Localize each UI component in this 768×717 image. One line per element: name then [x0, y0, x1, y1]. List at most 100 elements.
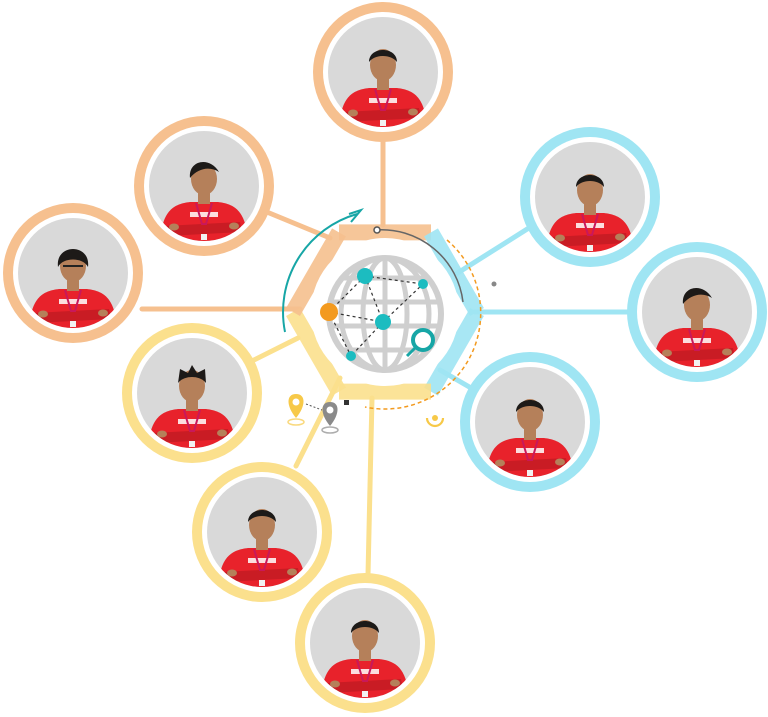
signal-dot: [432, 415, 438, 421]
team-member-yellow-lower-left: [192, 462, 332, 602]
team-member-yellow-bottom: [295, 573, 435, 713]
signal-wave: [425, 417, 445, 428]
pin-shadow: [287, 418, 305, 426]
hair: [682, 287, 712, 304]
network-node: [320, 303, 338, 321]
crossed-arms: [222, 568, 300, 582]
lanyard: [64, 289, 82, 312]
hair: [189, 161, 219, 178]
crossed-arms: [152, 429, 230, 443]
network-node: [375, 314, 391, 330]
id-badge: [189, 441, 195, 447]
crossed-arms: [164, 222, 242, 236]
team-member-cyan-lower-right: [460, 352, 600, 492]
hand: [217, 429, 227, 437]
team-member-cyan-right: [627, 242, 767, 382]
crossed-arms: [325, 679, 403, 693]
small-dot: [491, 281, 497, 287]
shirt-logo: [516, 448, 544, 453]
hair: [369, 50, 397, 62]
lanyard: [521, 438, 539, 461]
pin-link: [305, 403, 323, 411]
neck: [256, 538, 268, 550]
hair: [576, 175, 604, 187]
shirt-logo: [576, 223, 604, 228]
crossed-arms: [490, 458, 568, 472]
team-member-orange-upper-left: [134, 116, 274, 256]
hand: [38, 310, 48, 318]
small-square: [344, 400, 349, 405]
hub-globe: [282, 207, 497, 434]
hand: [98, 309, 108, 317]
pin-shape: [288, 394, 304, 418]
location-pin-icon: [321, 402, 339, 434]
id-badge: [201, 234, 207, 240]
lanyard: [195, 202, 213, 225]
neck: [377, 78, 389, 90]
team-member-orange-left: [3, 203, 143, 343]
member-photo: [207, 477, 317, 587]
face: [370, 49, 396, 81]
connector-line: [365, 395, 375, 578]
id-badge: [362, 691, 368, 697]
inner-grey-arc: [374, 228, 464, 303]
hair: [57, 249, 89, 267]
neck: [691, 318, 703, 330]
member-photo: [642, 257, 752, 367]
neck: [359, 649, 371, 661]
shirt-logo: [683, 338, 711, 343]
hex-segment: [286, 228, 346, 317]
hand: [169, 223, 179, 231]
team-member-yellow-left: [122, 323, 262, 463]
face: [577, 174, 603, 206]
hand: [157, 430, 167, 438]
shirt-logo: [369, 98, 397, 103]
pin-shadow: [321, 426, 339, 434]
magnifier-handle: [405, 346, 417, 358]
crossed-arms: [550, 233, 628, 247]
hair: [351, 621, 379, 633]
member-photo: [475, 367, 585, 477]
id-badge: [259, 580, 265, 586]
connector-line: [453, 223, 535, 277]
lanyard: [581, 213, 599, 236]
dashed-orange-arc: [364, 239, 482, 410]
crossed-arms: [657, 348, 735, 362]
member-photo: [137, 338, 247, 448]
crossed-arms: [33, 309, 111, 323]
hand: [229, 222, 239, 230]
hand: [615, 233, 625, 241]
hair: [178, 365, 206, 383]
signal-icon: [425, 415, 445, 428]
id-badge: [527, 470, 533, 476]
hand: [330, 680, 340, 688]
face: [179, 370, 205, 402]
hand: [555, 234, 565, 242]
member-photo: [310, 588, 420, 698]
hair: [516, 400, 544, 412]
teal-arc: [282, 213, 358, 333]
hand: [495, 459, 505, 467]
neck: [67, 279, 79, 291]
hex-segment: [286, 308, 346, 396]
hair: [248, 510, 276, 522]
shirt-logo: [59, 299, 87, 304]
hand: [662, 349, 672, 357]
lanyard: [253, 548, 271, 571]
member-photo: [535, 142, 645, 252]
id-badge: [70, 321, 76, 327]
lanyard: [688, 328, 706, 351]
network-node: [418, 279, 428, 289]
connector-lines: [139, 137, 630, 578]
hand: [348, 109, 358, 117]
hand: [390, 679, 400, 687]
lanyard: [356, 659, 374, 682]
team-member-orange-top: [313, 2, 453, 142]
face: [352, 620, 378, 652]
pin-hole: [326, 406, 334, 414]
id-badge: [380, 120, 386, 126]
face: [249, 509, 275, 541]
arrow-head-icon: [348, 207, 365, 223]
crossed-arms: [343, 108, 421, 122]
neck: [584, 203, 596, 215]
